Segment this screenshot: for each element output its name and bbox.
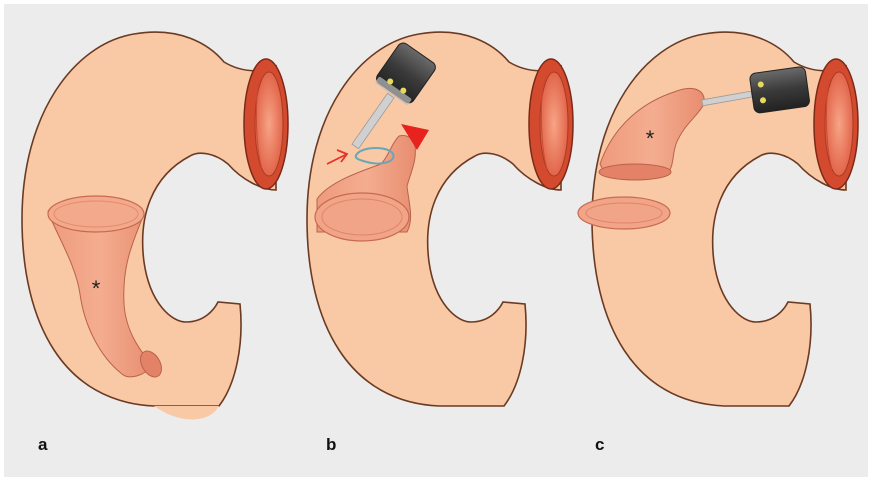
panel-label-a: a	[38, 435, 47, 455]
panel-label-c: c	[595, 435, 604, 455]
panel-b-illustration	[307, 32, 573, 406]
figure-illustration: * *	[4, 4, 868, 477]
panel-a-asterisk: *	[92, 276, 101, 301]
panel-label-b: b	[326, 435, 336, 455]
panel-c-asterisk: *	[646, 126, 655, 151]
panel-c-illustration	[578, 32, 858, 406]
figure: * * a b c	[4, 4, 868, 477]
panel-a-illustration	[22, 32, 288, 419]
